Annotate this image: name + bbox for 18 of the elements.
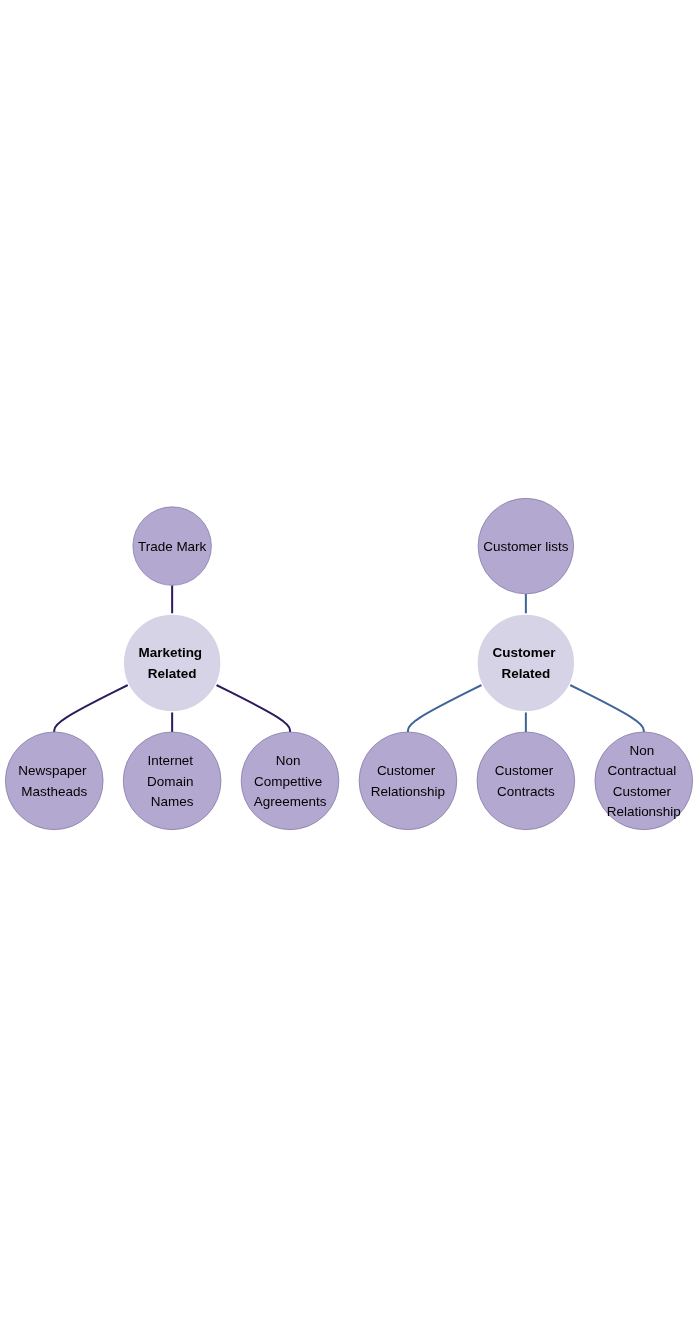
- node-circle: Customer Related: [476, 613, 576, 713]
- connector: [171, 711, 174, 732]
- connector: [215, 683, 292, 732]
- node-circle: Marketing Related: [122, 613, 222, 713]
- node-circle: Non Contractual Customer Relationship: [594, 731, 693, 830]
- connector: [53, 683, 129, 732]
- node-circle: Trade Mark: [132, 506, 212, 586]
- connector: [171, 585, 174, 615]
- node-circle: Customer Contracts: [476, 731, 576, 830]
- node-circle: Non Compettive Agreements: [240, 731, 340, 830]
- connector: [524, 593, 527, 615]
- node-circle: Customer Relationship: [358, 731, 458, 830]
- connector: [569, 683, 645, 732]
- node-circle: Customer lists: [477, 498, 574, 595]
- connector: [406, 683, 483, 732]
- node-circle: Internet Domain Names: [122, 731, 222, 830]
- connector: [524, 711, 527, 732]
- node-circle: Newspaper Mastheads: [5, 731, 104, 830]
